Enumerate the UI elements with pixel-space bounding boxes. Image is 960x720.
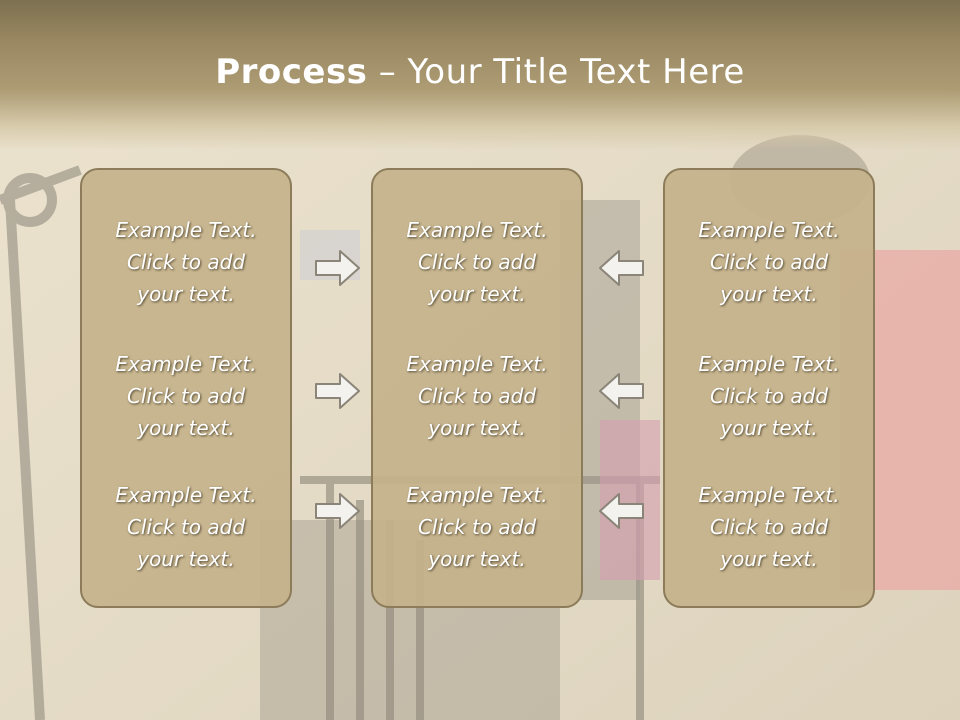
text-line: your text. [428,416,526,440]
text-line: your text. [137,416,235,440]
text-line: Click to add [126,515,246,539]
text-line: Click to add [126,250,246,274]
text-line: Example Text. [406,483,548,507]
text-placeholder[interactable]: Example Text. Click to add your text. [82,214,290,310]
text-placeholder[interactable]: Example Text. Click to add your text. [665,479,873,575]
text-line: Example Text. [698,218,840,242]
text-line: Example Text. [406,218,548,242]
text-line: your text. [720,282,818,306]
arrow-left-icon [599,373,644,409]
text-placeholder[interactable]: Example Text. Click to add your text. [82,479,290,575]
text-line: your text. [720,547,818,571]
text-line: your text. [428,282,526,306]
text-placeholder[interactable]: Example Text. Click to add your text. [373,479,581,575]
title-rest: – Your Title Text Here [367,52,745,92]
text-line: your text. [428,547,526,571]
text-line: your text. [720,416,818,440]
text-line: Click to add [417,250,537,274]
text-line: your text. [137,282,235,306]
text-line: Click to add [126,384,246,408]
text-line: your text. [137,547,235,571]
text-placeholder[interactable]: Example Text. Click to add your text. [82,348,290,444]
title-band [0,0,960,150]
title-bold: Process [215,52,368,92]
text-line: Click to add [417,384,537,408]
text-line: Click to add [709,250,829,274]
text-placeholder[interactable]: Example Text. Click to add your text. [373,214,581,310]
text-line: Example Text. [698,483,840,507]
text-placeholder[interactable]: Example Text. Click to add your text. [665,214,873,310]
text-line: Example Text. [115,218,257,242]
arrow-left-icon [599,493,644,529]
text-placeholder[interactable]: Example Text. Click to add your text. [373,348,581,444]
text-line: Example Text. [698,352,840,376]
text-line: Example Text. [115,352,257,376]
text-line: Example Text. [406,352,548,376]
text-line: Click to add [709,515,829,539]
text-line: Click to add [417,515,537,539]
text-line: Click to add [709,384,829,408]
arrow-left-icon [599,250,644,286]
process-box-right[interactable]: Example Text. Click to add your text. Ex… [663,168,875,608]
process-box-left[interactable]: Example Text. Click to add your text. Ex… [80,168,292,608]
arrow-right-icon [315,373,360,409]
text-placeholder[interactable]: Example Text. Click to add your text. [665,348,873,444]
arrow-right-icon [315,250,360,286]
slide-title[interactable]: Process – Your Title Text Here [0,52,960,92]
text-line: Example Text. [115,483,257,507]
process-box-middle[interactable]: Example Text. Click to add your text. Ex… [371,168,583,608]
arrow-right-icon [315,493,360,529]
